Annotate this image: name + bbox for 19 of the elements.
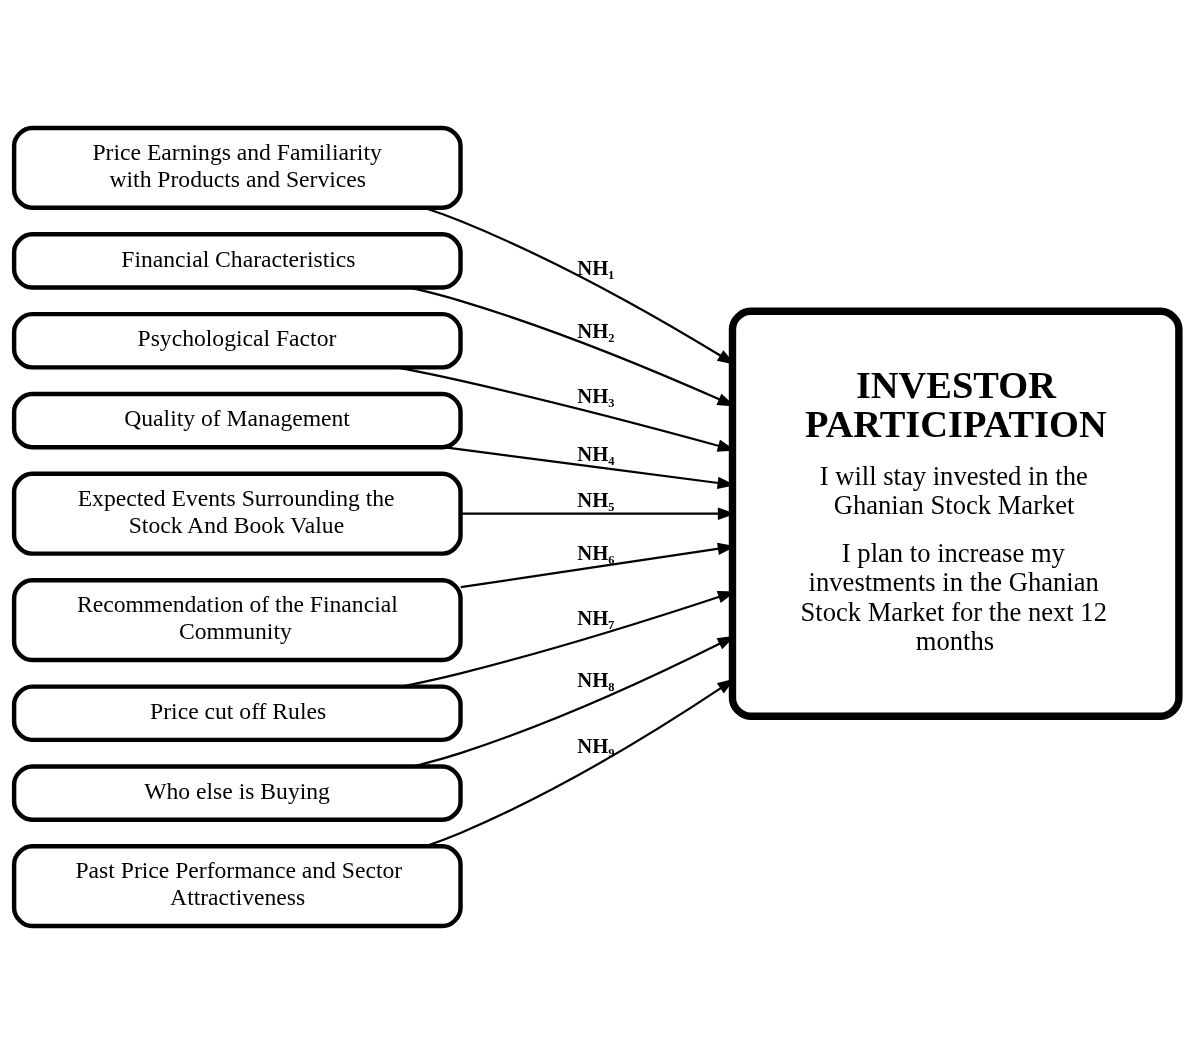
node-box: Expected Events Surrounding the Stock And Book Value: [11, 471, 463, 556]
node-box: Financial Characteristics: [11, 231, 463, 290]
edge-label: NH₇: [577, 606, 615, 629]
edge-label: NH₄: [577, 442, 615, 465]
node-box: Who else is Buying: [11, 763, 463, 822]
node-box: Price cut off Rules: [11, 683, 463, 742]
edge-label: NH₃: [577, 384, 615, 407]
node-box: Psychological Factor: [11, 311, 463, 370]
node-box: Past Price Performance and Sector Attractiveness: [11, 843, 463, 928]
node-box: INVESTOR PARTICIPATION I will stay invested in the Ghanian Stock Market I plan to increase my investments in the Ghanian Stock Market for the next 12 months: [728, 307, 1183, 720]
edge-label: NH₈: [577, 668, 615, 691]
node-box: Recommendation of the Financial Community: [11, 577, 463, 662]
node-box: Quality of Management: [11, 391, 463, 449]
node-box: Price Earnings and Familiarity with Products and Services: [11, 125, 463, 210]
edge-label: NH₉: [577, 734, 615, 757]
edge-label: NH₂: [577, 319, 615, 342]
edge-label: NH₆: [577, 541, 615, 564]
edge-label: NH₅: [577, 488, 615, 511]
edge-label: NH₁: [577, 256, 615, 279]
